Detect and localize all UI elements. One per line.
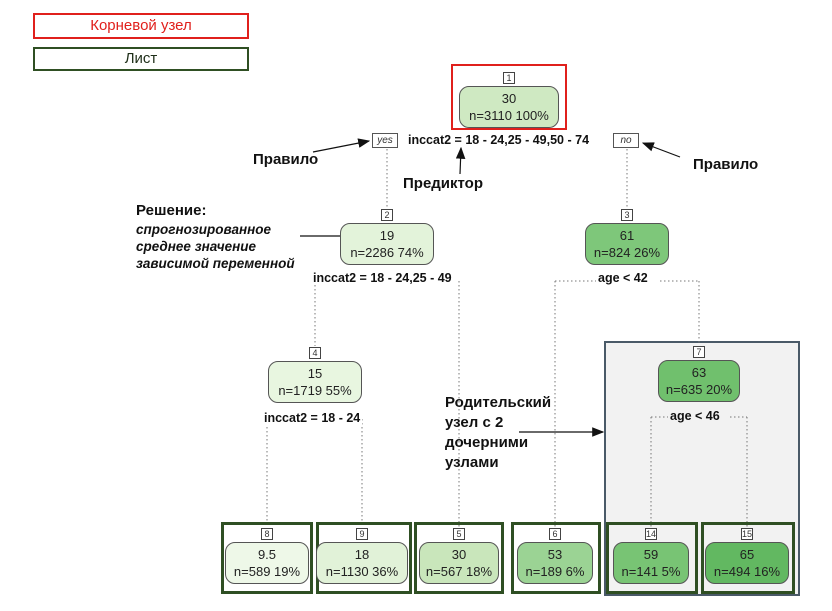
node-count: n=567 18% <box>425 564 493 579</box>
node-count: n=1719 55% <box>278 383 352 398</box>
node-number-6: 6 <box>549 528 561 540</box>
tree-node-5: 30 n=567 18% <box>419 542 499 584</box>
node-number-15: 15 <box>741 528 753 540</box>
leaf-frame-8 <box>221 522 313 594</box>
node-number-14: 14 <box>645 528 657 540</box>
arrow-rule-left <box>312 138 371 153</box>
node-count: n=3110 100% <box>469 108 549 123</box>
tree-node-8: 9.5 n=589 19% <box>225 542 309 584</box>
node-count: n=141 5% <box>621 564 681 579</box>
tree-node-1: 30 n=3110 100% <box>459 86 559 128</box>
annotation-parent-node: Родительский узел с 2 дочерними узлами <box>445 393 551 473</box>
node-mean-value: 30 <box>501 91 517 106</box>
node-number-7: 7 <box>693 346 705 358</box>
tree-node-15: 65 n=494 16% <box>705 542 789 584</box>
annotation-decision-text: спрогнозированное среднее значение завис… <box>136 221 295 272</box>
annotation-parent-line: Родительский <box>445 394 552 411</box>
node-count: n=189 6% <box>525 564 585 579</box>
arrow-rule-right <box>641 142 681 158</box>
node-count: n=635 20% <box>665 382 733 397</box>
node-mean-value: 30 <box>451 547 467 562</box>
yes-branch-tag: yes <box>372 133 398 148</box>
node-number-2: 2 <box>381 209 393 221</box>
tree-node-7: 63 n=635 20% <box>658 360 740 402</box>
no-branch-tag: no <box>613 133 639 148</box>
annotation-decision-line: зависимой переменной <box>136 256 295 271</box>
tree-node-14: 59 n=141 5% <box>613 542 689 584</box>
node-mean-value: 63 <box>691 365 707 380</box>
node-number-9: 9 <box>356 528 368 540</box>
node-number-5: 5 <box>453 528 465 540</box>
node-mean-value: 65 <box>739 547 755 562</box>
arrow-predictor <box>455 146 466 175</box>
tree-node-6: 53 n=189 6% <box>517 542 593 584</box>
root-node-frame <box>451 64 567 130</box>
split-label-root: inccat2 = 18 - 24,25 - 49,50 - 74 <box>406 133 592 147</box>
split-label-node-4: inccat2 = 18 - 24 <box>262 411 363 425</box>
tree-node-9: 18 n=1130 36% <box>316 542 408 584</box>
split-label-node-3: age < 42 <box>596 271 650 285</box>
node-number-8: 8 <box>261 528 273 540</box>
node-count: n=1130 36% <box>325 564 399 579</box>
annotation-predictor: Предиктор <box>403 175 484 192</box>
leaf-frame-5 <box>414 522 504 594</box>
annotation-decision-line: среднее значение <box>136 239 257 254</box>
annotation-rule-left: Правило <box>253 151 319 168</box>
split-label-node-2: inccat2 = 18 - 24,25 - 49 <box>311 271 454 285</box>
node-count: n=589 19% <box>233 564 301 579</box>
split-label-node-7: age < 46 <box>668 409 722 423</box>
annotation-decision-title: Решение: <box>136 202 207 219</box>
node-mean-value: 61 <box>619 228 635 243</box>
node-count: n=494 16% <box>713 564 781 579</box>
annotation-parent-line: дочерними <box>445 434 529 451</box>
node-mean-value: 18 <box>354 547 370 562</box>
leaf-frame-15 <box>701 522 795 594</box>
leaf-frame-6 <box>511 522 601 594</box>
annotation-decision-line: спрогнозированное <box>136 222 272 237</box>
node-mean-value: 15 <box>307 366 323 381</box>
annotation-parent-line: узлами <box>445 454 499 471</box>
legend-leaf-node: Лист <box>33 47 249 71</box>
legend-root-node: Корневой узел <box>33 13 249 39</box>
leaf-frame-14 <box>606 522 698 594</box>
node-number-1: 1 <box>503 72 515 84</box>
annotation-rule-right: Правило <box>693 156 759 173</box>
node-mean-value: 19 <box>379 228 395 243</box>
tree-node-2: 19 n=2286 74% <box>340 223 434 265</box>
annotation-parent-line: узел с 2 <box>445 414 504 431</box>
node-mean-value: 53 <box>547 547 563 562</box>
node-mean-value: 9.5 <box>257 547 277 562</box>
node-count: n=2286 74% <box>350 245 424 260</box>
node-mean-value: 59 <box>643 547 659 562</box>
node-count: n=824 26% <box>593 245 661 260</box>
tree-node-3: 61 n=824 26% <box>585 223 669 265</box>
tree-node-4: 15 n=1719 55% <box>268 361 362 403</box>
node-number-4: 4 <box>309 347 321 359</box>
node-number-3: 3 <box>621 209 633 221</box>
